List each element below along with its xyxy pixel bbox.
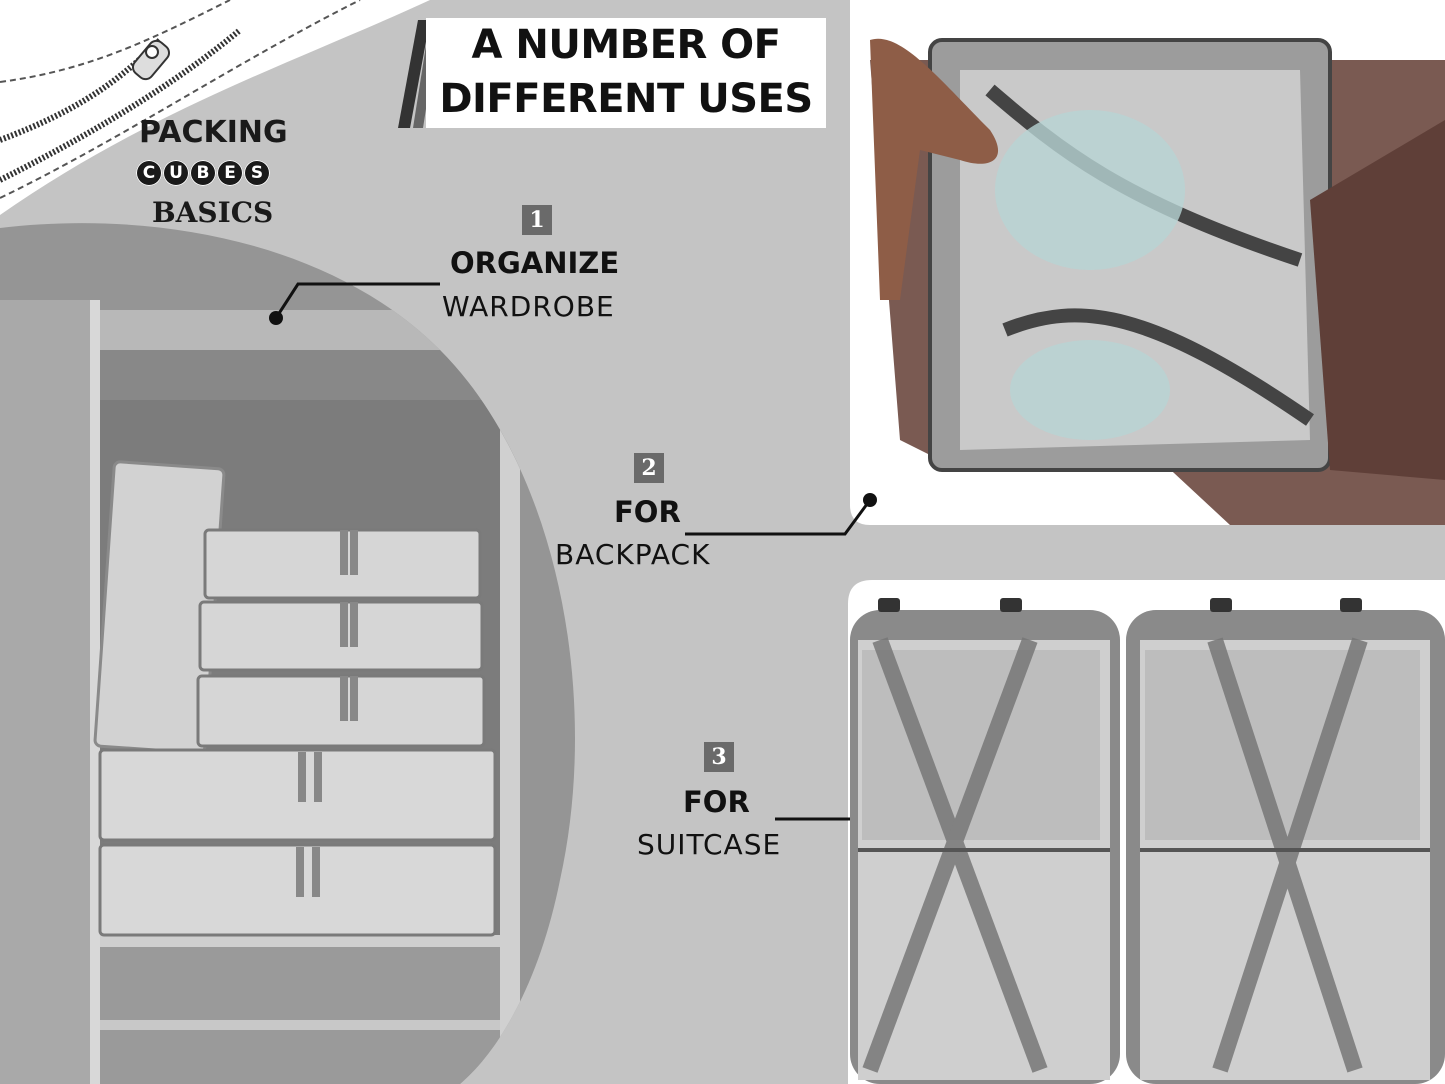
- connector-wardrobe: [274, 282, 440, 319]
- use-number-badge-2: 2: [634, 453, 664, 483]
- connector-dot-backpack: [863, 493, 877, 507]
- use-label-regular-1: WARDROBE: [442, 290, 615, 323]
- zipper-pull-icon: [131, 39, 171, 81]
- heading-accent-stripe: [398, 20, 430, 128]
- logo-cubes-letters: C U B E S: [136, 160, 270, 186]
- heading-line-1: A NUMBER OF: [471, 22, 781, 68]
- logo-line-basics: BASICS: [152, 196, 274, 229]
- use-label-regular-2: BACKPACK: [555, 538, 711, 571]
- logo-line-packing: PACKING: [139, 115, 288, 150]
- logo-cube-letter: C: [136, 160, 162, 186]
- use-label-bold-3: FOR: [683, 785, 750, 819]
- heading-box: A NUMBER OF DIFFERENT USES: [426, 18, 826, 128]
- use-label-regular-3: SUITCASE: [637, 828, 782, 861]
- logo-cube-letter: S: [244, 160, 270, 186]
- logo-cube-letter: B: [190, 160, 216, 186]
- connector-backpack: [685, 499, 872, 536]
- use-number-badge-3: 3: [704, 742, 734, 772]
- heading-line-2: DIFFERENT USES: [439, 76, 813, 122]
- connector-dot-wardrobe: [269, 311, 283, 325]
- logo-cube-letter: U: [163, 160, 189, 186]
- wardrobe-photo: [0, 223, 575, 1084]
- logo-cube-letter: E: [217, 160, 243, 186]
- use-label-bold-1: ORGANIZE: [450, 246, 620, 280]
- use-number-badge-1: 1: [522, 205, 552, 235]
- backpack-photo: [850, 0, 1445, 525]
- suitcase-photo: [848, 580, 1445, 1084]
- use-label-bold-2: FOR: [614, 495, 681, 529]
